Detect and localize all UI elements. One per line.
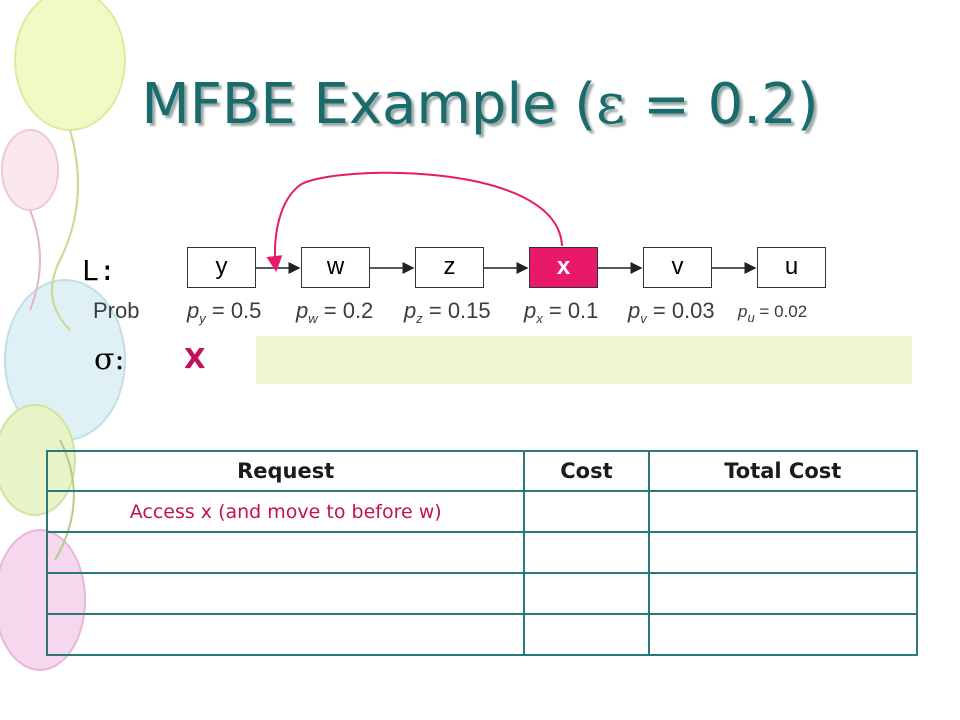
table-row — [45, 572, 919, 615]
cell-total — [647, 531, 919, 574]
header-request: Request — [45, 450, 526, 492]
node-w: w — [301, 247, 370, 288]
cell-cost — [523, 572, 650, 615]
prob-z: pz = 0.15 — [404, 298, 491, 326]
sequence-box — [256, 336, 912, 384]
request-cost-table: Request Cost Total Cost Access x (and mo… — [45, 450, 919, 656]
epsilon-symbol: ε — [596, 72, 626, 137]
title-prefix: MFBE Example ( — [141, 72, 597, 137]
node-z: z — [415, 247, 484, 288]
header-total-cost: Total Cost — [647, 450, 919, 492]
cell-total — [647, 490, 919, 533]
cell-request: Access x (and move to before w) — [45, 490, 526, 533]
cell-request — [45, 572, 526, 615]
slide-title: MFBE Example (ε = 0.2) — [0, 72, 960, 137]
cell-request — [45, 531, 526, 574]
prob-v: pv = 0.03 — [628, 298, 715, 326]
cell-request — [45, 613, 526, 656]
node-u: u — [757, 247, 826, 288]
title-suffix: = 0.2) — [625, 72, 819, 137]
node-y: y — [187, 247, 256, 288]
header-cost: Cost — [523, 450, 650, 492]
cell-total — [647, 613, 919, 656]
cell-total — [647, 572, 919, 615]
prob-u: pu = 0.02 — [738, 302, 808, 325]
prob-y: py = 0.5 — [187, 298, 262, 326]
prob-x: px = 0.1 — [524, 298, 599, 326]
cell-cost — [523, 613, 650, 656]
node-x: x — [529, 247, 598, 288]
prob-w: pw = 0.2 — [296, 298, 374, 326]
list-label: L: — [82, 254, 116, 287]
table-row: Access x (and move to before w) — [45, 490, 919, 533]
sigma-label: σ: — [94, 342, 125, 377]
sigma-first-request: X — [184, 342, 206, 375]
table-header-row: Request Cost Total Cost — [45, 450, 919, 492]
prob-label: Prob — [93, 298, 140, 323]
cell-cost — [523, 531, 650, 574]
node-v: v — [643, 247, 712, 288]
table-row — [45, 613, 919, 656]
cell-cost — [523, 490, 650, 533]
table-row — [45, 531, 919, 574]
